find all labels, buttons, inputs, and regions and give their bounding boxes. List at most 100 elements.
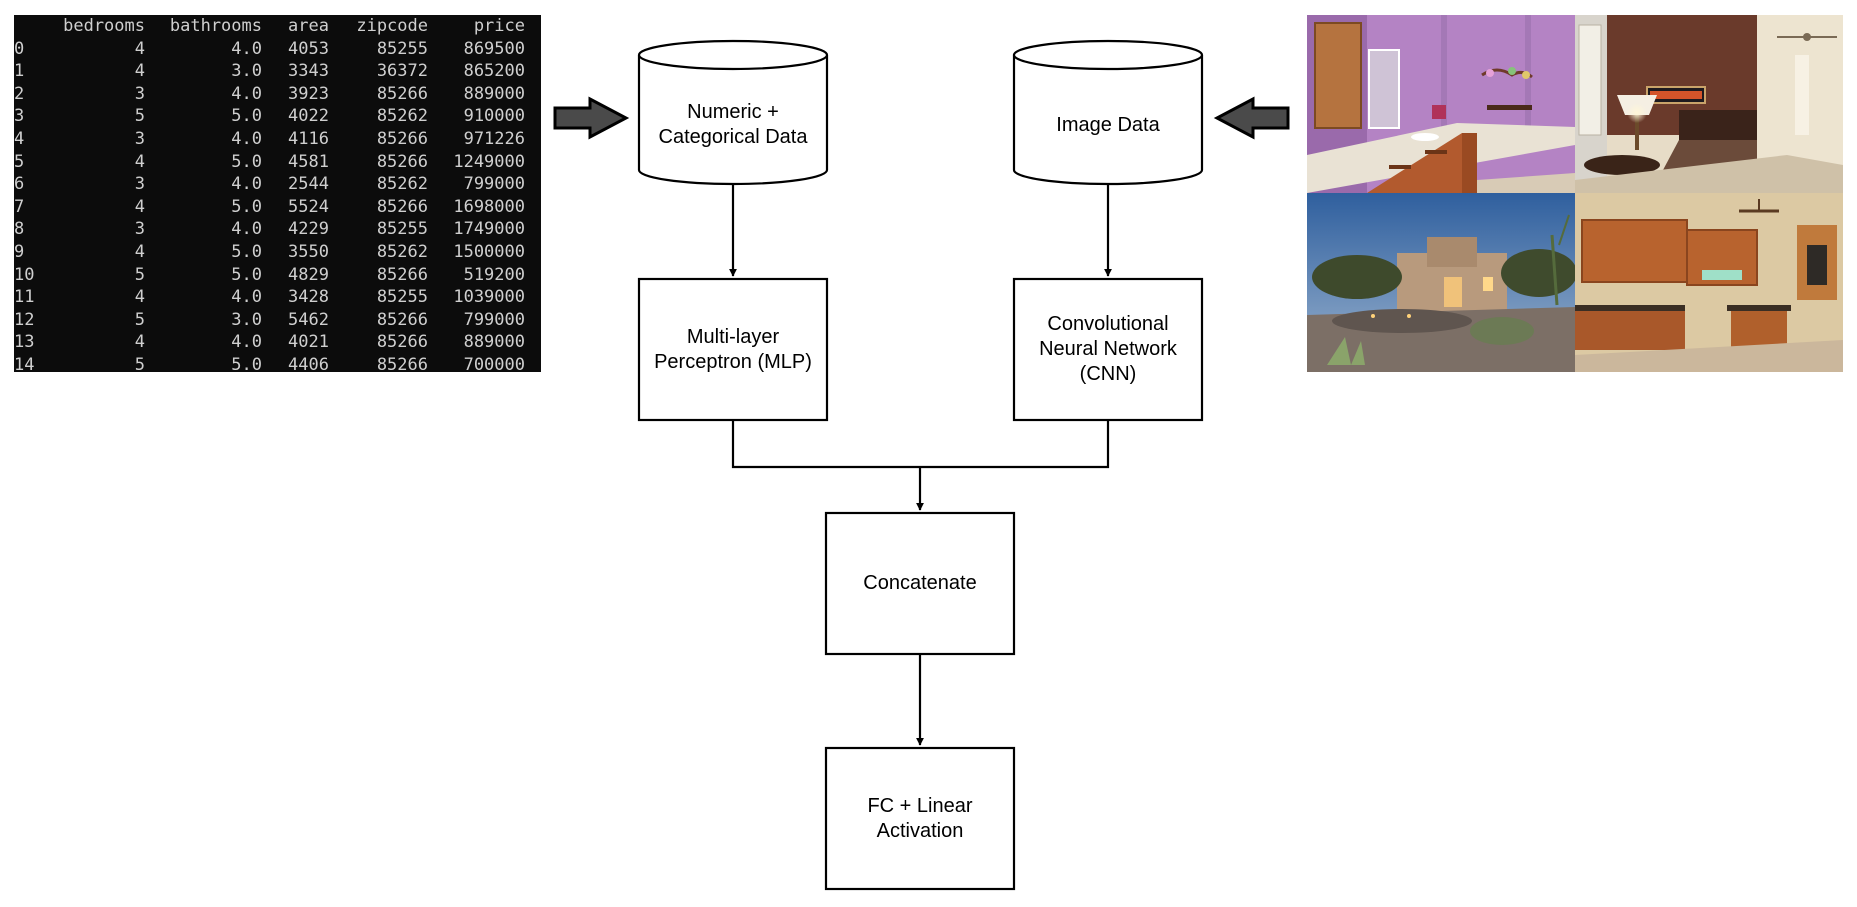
bedrooms-cell: 3 xyxy=(134,219,145,240)
row-index: 1 xyxy=(14,61,25,82)
row-index: 13 xyxy=(14,332,35,353)
price-cell: 519200 xyxy=(463,264,525,285)
column-header-bathrooms: bathrooms xyxy=(169,16,262,36)
row-index: 10 xyxy=(14,264,35,285)
row-index: 7 xyxy=(14,196,25,217)
price-cell: 1698000 xyxy=(453,196,525,217)
area-cell: 4116 xyxy=(288,128,329,149)
area-cell: 3428 xyxy=(288,287,329,308)
zipcode-cell: 85262 xyxy=(376,174,428,195)
block-arrow-left-icon xyxy=(1213,96,1290,140)
row-index: 6 xyxy=(14,174,25,195)
area-cell: 5462 xyxy=(288,309,329,330)
cnn-label: Convolutional Neural Network (CNN) xyxy=(1039,313,1177,385)
row-index: 4 xyxy=(14,128,25,149)
mlp-box xyxy=(637,277,829,422)
numeric-data-cylinder xyxy=(637,39,829,186)
bedrooms-cell: 5 xyxy=(134,309,145,330)
zipcode-cell: 85266 xyxy=(376,354,428,372)
row-index: 2 xyxy=(14,83,25,104)
price-cell: 700000 xyxy=(463,354,525,372)
column-header-zipcode: zipcode xyxy=(356,16,428,36)
price-cell: 971226 xyxy=(463,128,525,149)
dataframe-table: bedrooms bathrooms area zipcode price 0 4… xyxy=(14,15,525,372)
price-cell: 889000 xyxy=(463,83,525,104)
bathrooms-cell: 3.0 xyxy=(231,309,262,330)
area-cell: 3923 xyxy=(288,83,329,104)
zipcode-cell: 85266 xyxy=(376,309,428,330)
bedrooms-cell: 4 xyxy=(134,332,145,353)
bedrooms-cell: 5 xyxy=(134,106,145,127)
bedroom-photo xyxy=(1575,15,1843,193)
row-index: 8 xyxy=(14,219,25,240)
fc-box xyxy=(824,746,1016,891)
bedrooms-cell: 5 xyxy=(134,264,145,285)
dataframe-header-row: bedrooms bathrooms area zipcode price xyxy=(14,15,525,38)
image-data-cylinder xyxy=(1012,39,1204,186)
zipcode-cell: 85255 xyxy=(376,38,428,59)
cnn-box xyxy=(1012,277,1204,422)
price-cell: 1249000 xyxy=(453,151,525,172)
numeric-data-label: Numeric + Categorical Data xyxy=(658,101,808,148)
bedrooms-cell: 4 xyxy=(134,151,145,172)
zipcode-cell: 85266 xyxy=(376,151,428,172)
bedrooms-cell: 4 xyxy=(134,61,145,82)
area-cell: 3343 xyxy=(288,61,329,82)
price-cell: 869500 xyxy=(463,38,525,59)
price-cell: 889000 xyxy=(463,332,525,353)
zipcode-cell: 85262 xyxy=(376,241,428,262)
bedrooms-cell: 4 xyxy=(134,241,145,262)
price-cell: 1500000 xyxy=(453,241,525,262)
dataframe-terminal: bedrooms bathrooms area zipcode price 0 4… xyxy=(14,15,541,372)
bathrooms-cell: 5.0 xyxy=(231,106,262,127)
zipcode-cell: 85266 xyxy=(376,128,428,149)
bathrooms-cell: 5.0 xyxy=(231,241,262,262)
connector-mlp-cnn-merge xyxy=(731,420,1110,469)
column-header-price: price xyxy=(473,16,525,36)
house-exterior-photo xyxy=(1307,193,1577,372)
area-cell: 4829 xyxy=(288,264,329,285)
bathrooms-cell: 5.0 xyxy=(231,196,262,217)
concat-label: Concatenate xyxy=(863,572,977,594)
area-cell: 4229 xyxy=(288,219,329,240)
bedrooms-cell: 3 xyxy=(134,128,145,149)
bathrooms-cell: 4.0 xyxy=(231,83,262,104)
column-header-area: area xyxy=(288,16,329,36)
row-index: 14 xyxy=(14,354,35,372)
zipcode-cell: 85262 xyxy=(376,106,428,127)
block-arrow-right-icon xyxy=(553,96,630,140)
price-cell: 1749000 xyxy=(453,219,525,240)
row-index: 9 xyxy=(14,241,25,262)
bedrooms-cell: 3 xyxy=(134,174,145,195)
bathroom-photo xyxy=(1307,15,1575,193)
zipcode-cell: 85266 xyxy=(376,264,428,285)
zipcode-cell: 85266 xyxy=(376,196,428,217)
area-cell: 3550 xyxy=(288,241,329,262)
row-index: 0 xyxy=(14,38,25,59)
bathrooms-cell: 4.0 xyxy=(231,38,262,59)
price-cell: 910000 xyxy=(463,106,525,127)
column-header-bedrooms: bedrooms xyxy=(63,16,145,36)
row-index: 12 xyxy=(14,309,35,330)
area-cell: 4406 xyxy=(288,354,329,372)
area-cell: 2544 xyxy=(288,174,329,195)
bathrooms-cell: 4.0 xyxy=(231,287,262,308)
area-cell: 5524 xyxy=(288,196,329,217)
bedrooms-cell: 5 xyxy=(134,354,145,372)
fc-label: FC + Linear Activation xyxy=(867,794,973,842)
bedrooms-cell: 4 xyxy=(134,38,145,59)
bathrooms-cell: 3.0 xyxy=(231,61,262,82)
zipcode-cell: 85255 xyxy=(376,219,428,240)
house-photo-collage xyxy=(1307,15,1843,372)
